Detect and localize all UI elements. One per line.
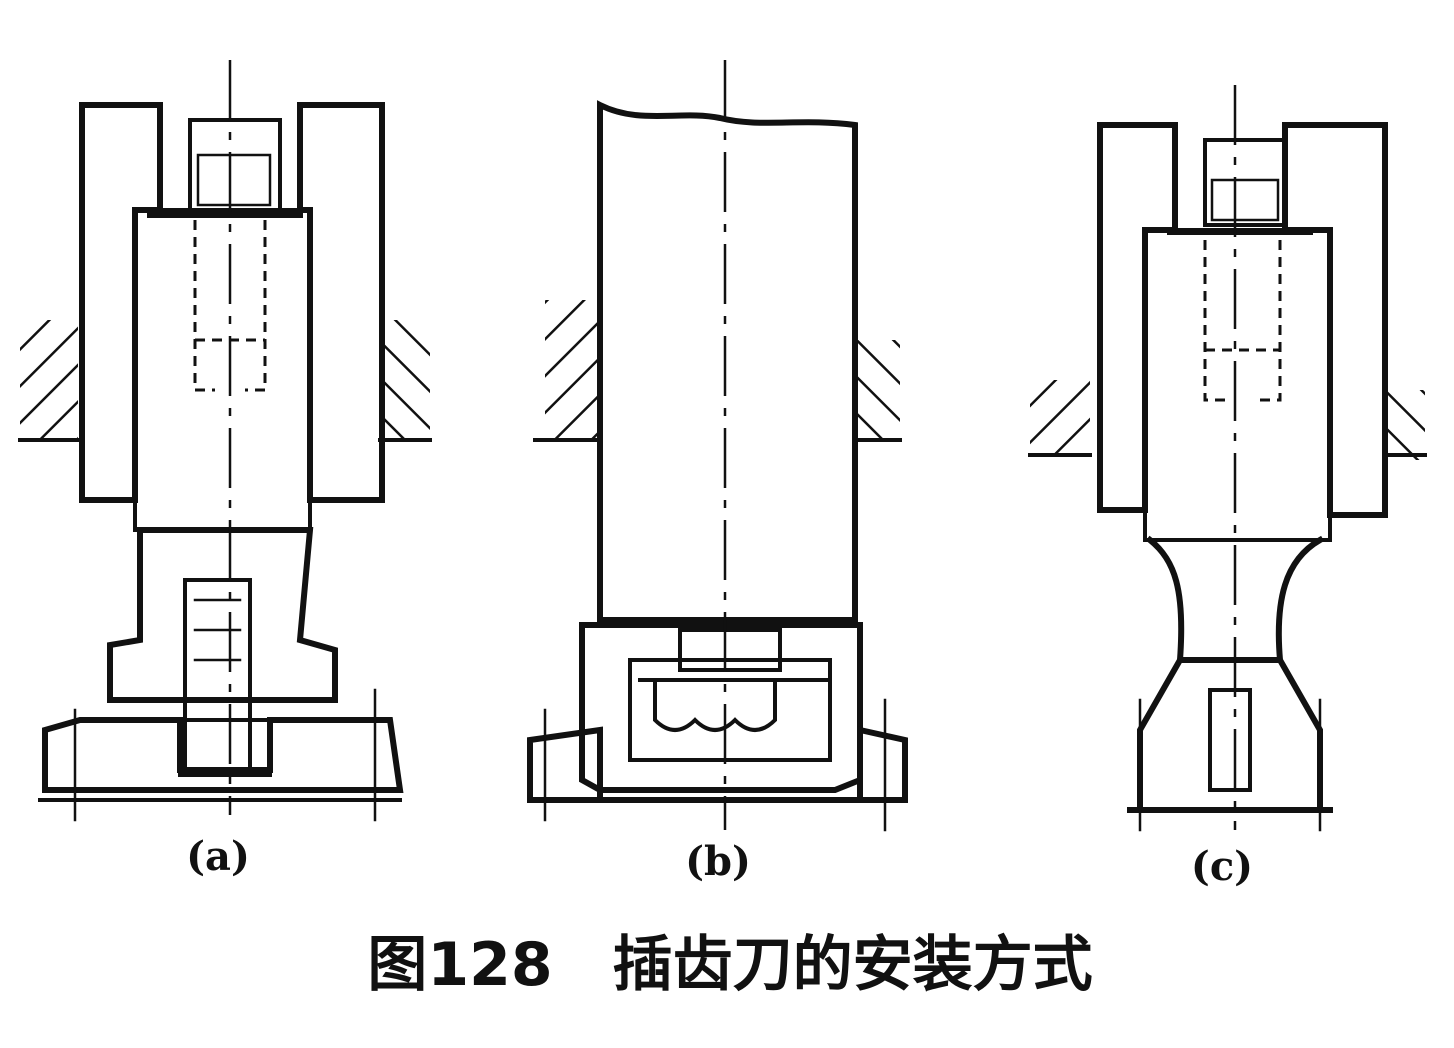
panel-b-label: (b): [685, 838, 751, 885]
panel-c-drawing: [1028, 85, 1427, 832]
panel-a-label: (a): [186, 833, 250, 880]
panel-a-drawing: [18, 60, 432, 822]
panel-b-drawing: [527, 60, 908, 832]
figure-caption: 图128 插齿刀的安装方式: [367, 930, 1092, 1000]
panel-c-label: (c): [1191, 843, 1253, 890]
